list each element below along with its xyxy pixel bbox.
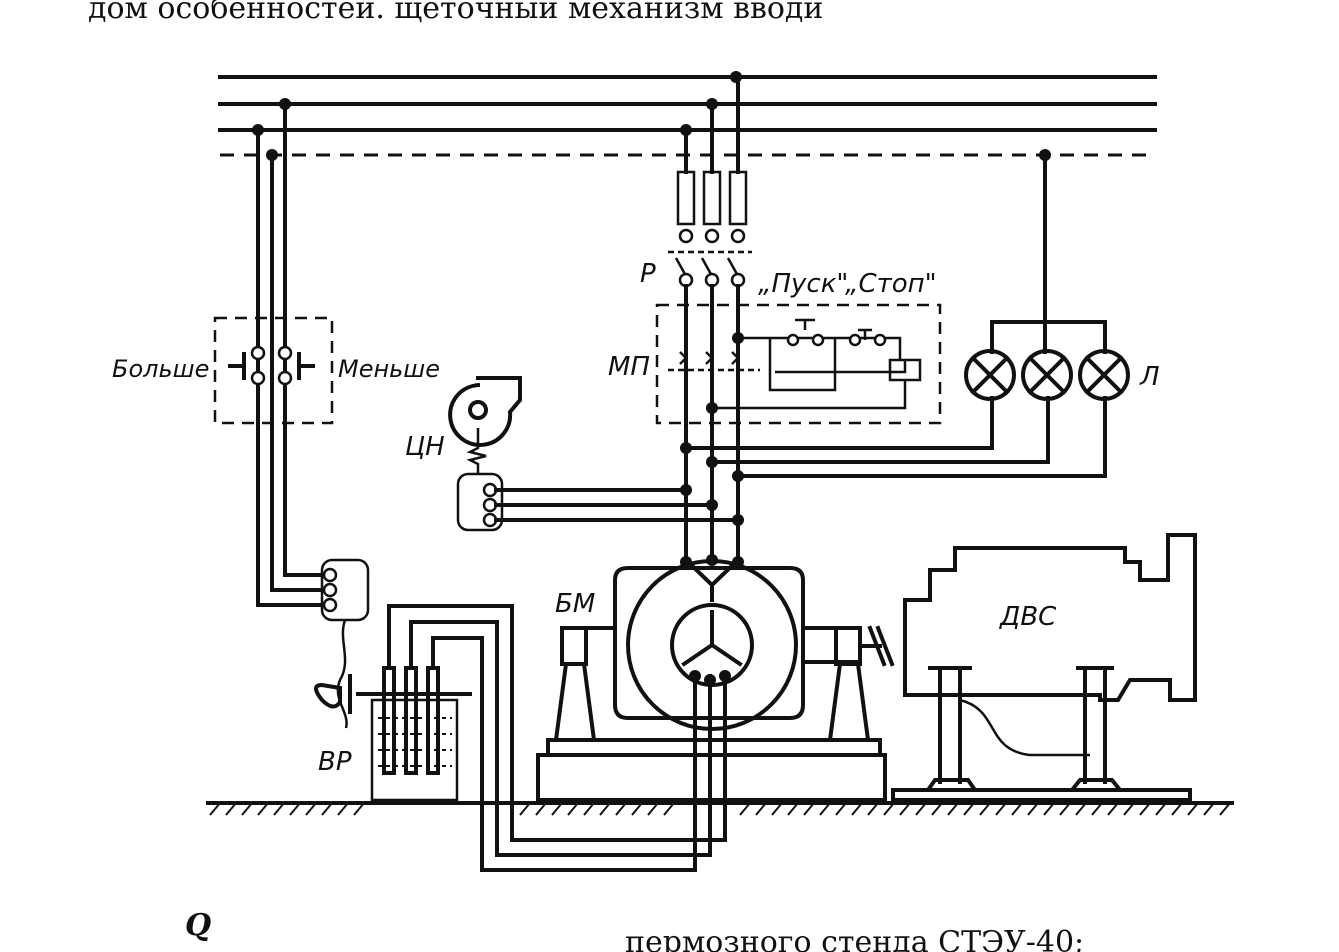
bottom-text: пермозного стенда СТЭУ-40; <box>625 925 1084 952</box>
servo-connector <box>320 558 370 729</box>
more-button-symbol <box>228 352 246 380</box>
speed-button-box <box>213 316 334 425</box>
label-menshe: Меньше <box>338 355 440 383</box>
lamp-1 <box>964 349 1016 401</box>
label-vr: ВР <box>318 747 352 777</box>
less-button-symbol <box>297 352 315 380</box>
magnetic-starter <box>655 284 942 562</box>
lamp-3 <box>1078 349 1130 401</box>
centrifugal-fan <box>448 376 744 532</box>
engine <box>860 533 1197 802</box>
water-resistor <box>314 666 472 802</box>
label-tsn: ЦН <box>405 432 445 462</box>
label-mp: МП <box>608 352 650 382</box>
label-r: Р <box>640 259 656 289</box>
label-stop: „Стоп" <box>845 269 937 299</box>
label-l: Л <box>1139 362 1160 392</box>
rotor-wires <box>387 604 727 872</box>
figure-letter-glyph: Q <box>185 908 211 943</box>
ground <box>206 801 1234 816</box>
lamp-2 <box>1021 349 1073 401</box>
control-wires-left <box>252 98 330 607</box>
indicator-lamps <box>680 149 1130 482</box>
label-dvs: ДВС <box>999 602 1057 632</box>
fuses <box>668 71 752 288</box>
top-text: дом особенностей. щеточный механизм ввод… <box>88 0 823 26</box>
brake-motor <box>536 554 887 802</box>
label-bolshe: Больше <box>112 355 209 383</box>
label-bm: БМ <box>555 589 595 619</box>
label-pusk: „Пуск" <box>758 269 848 299</box>
